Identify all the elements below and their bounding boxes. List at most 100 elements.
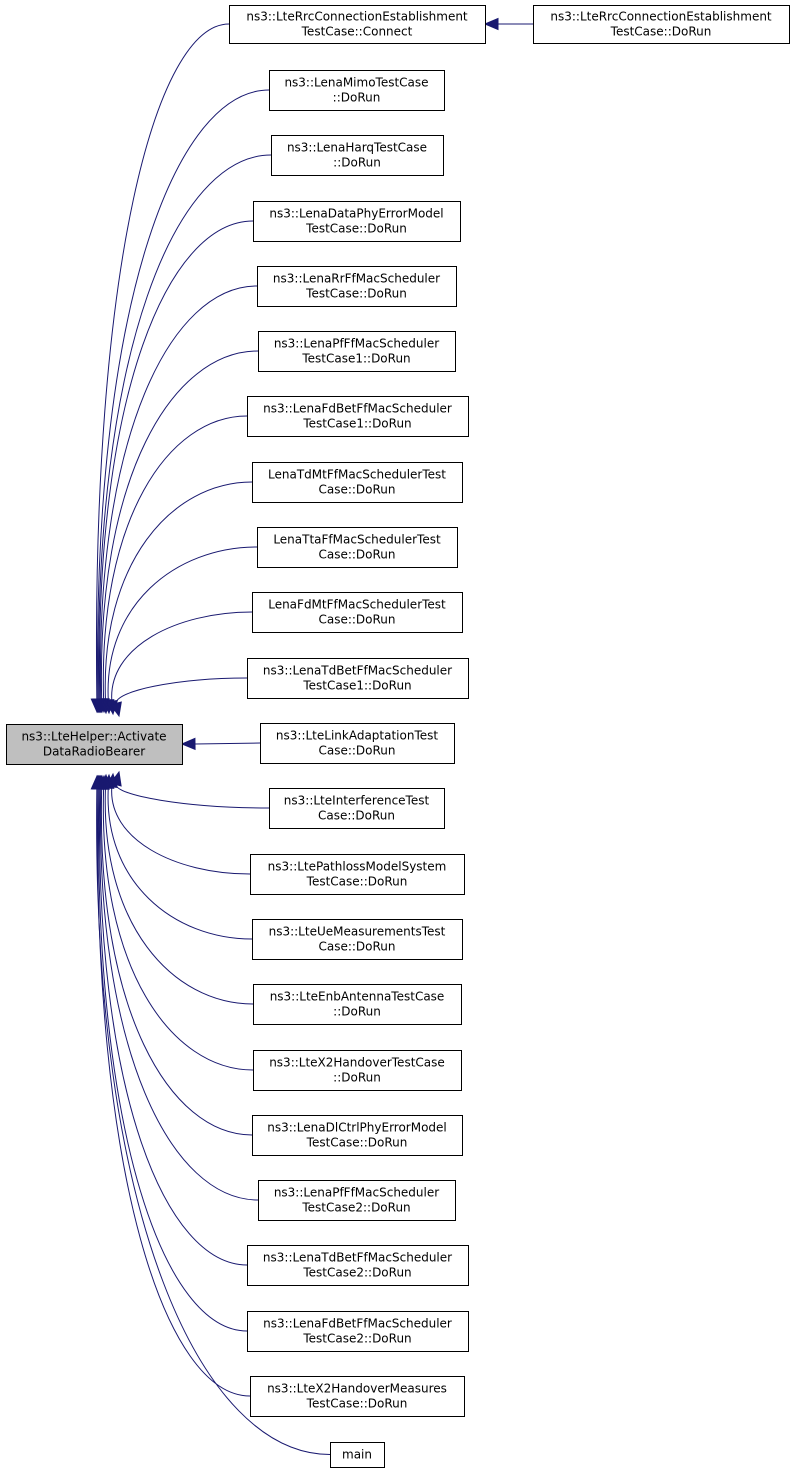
- caller-node-rrc_connect[interactable]: ns3::LteRrcConnectionEstablishmentTestCa…: [229, 5, 486, 44]
- caller-node-dlctrl[interactable]: ns3::LenaDlCtrlPhyErrorModelTestCase::Do…: [252, 1115, 463, 1156]
- caller-node-pf2[interactable]: ns3::LenaPfFfMacSchedulerTestCase2::DoRu…: [258, 1180, 456, 1221]
- caller-node-tdbet1-box: [247, 658, 469, 699]
- caller-node-dataphy-box: [253, 201, 461, 242]
- caller-node-fdbet1-box: [247, 396, 469, 437]
- call-edge-main: [90, 774, 331, 1455]
- edge-line: [96, 787, 331, 1455]
- focus-node-activate-data-radio-bearer-label-line: DataRadioBearer: [43, 745, 145, 759]
- caller-node-pf2-label-line: TestCase2::DoRun: [301, 1201, 410, 1215]
- caller-node-fdbet2-label-line: TestCase2::DoRun: [302, 1332, 411, 1346]
- caller-node-fdbet2-box: [247, 1311, 469, 1352]
- edge-line: [97, 89, 270, 701]
- caller-node-interf-label-line: Case::DoRun: [318, 809, 395, 823]
- caller-node-enbant-label-line: ns3::LteEnbAntennaTestCase: [270, 990, 445, 1004]
- edge-line: [95, 23, 230, 701]
- caller-node-dlctrl-box: [252, 1115, 463, 1156]
- caller-node-dlctrl-label-line: TestCase::DoRun: [306, 1136, 408, 1150]
- call-edge-harq: [92, 154, 272, 714]
- call-edge-pf1: [95, 350, 259, 714]
- caller-node-pf1-label-line: TestCase1::DoRun: [301, 352, 410, 366]
- call-edge-tdbet1: [109, 677, 248, 718]
- caller-node-uemeas-label-line: Case::DoRun: [318, 940, 395, 954]
- edge-arrow-head: [109, 701, 122, 718]
- caller-node-mimo[interactable]: ns3::LenaMimoTestCase::DoRun: [269, 70, 445, 111]
- caller-node-pf2-box: [258, 1180, 456, 1221]
- edge-line: [99, 787, 259, 1201]
- caller-node-mimo-label-line: ::DoRun: [333, 91, 381, 105]
- caller-node-dlctrl-label-line: ns3::LenaDlCtrlPhyErrorModel: [267, 1121, 447, 1135]
- call-edge-rrc_connect: [90, 23, 230, 714]
- call-edge-pf2: [94, 774, 259, 1201]
- call-edge-mimo: [91, 89, 270, 714]
- edge-line: [111, 611, 253, 703]
- caller-node-enbant[interactable]: ns3::LteEnbAntennaTestCase::DoRun: [253, 984, 462, 1025]
- caller-node-mimo-box: [269, 70, 445, 111]
- caller-node-x2meas[interactable]: ns3::LteX2HandoverMeasuresTestCase::DoRu…: [250, 1376, 465, 1417]
- caller-node-rrc_dorun[interactable]: ns3::LteRrcConnectionEstablishmentTestCa…: [533, 5, 790, 44]
- caller-node-dataphy[interactable]: ns3::LenaDataPhyErrorModelTestCase::DoRu…: [253, 201, 461, 242]
- caller-node-enbant-label-line: ::DoRun: [333, 1005, 381, 1019]
- caller-node-uemeas-label-line: ns3::LteUeMeasurementsTest: [269, 925, 446, 939]
- edge-line: [98, 787, 248, 1266]
- caller-node-linkadapt-label-line: Case::DoRun: [318, 744, 395, 758]
- caller-node-main-box: [330, 1442, 385, 1468]
- caller-node-tta-label-line: Case::DoRun: [318, 548, 395, 562]
- caller-node-x2ho[interactable]: ns3::LteX2HandoverTestCase::DoRun: [253, 1050, 462, 1091]
- caller-node-x2ho-label-line: ns3::LteX2HandoverTestCase: [269, 1056, 445, 1070]
- edge-line: [98, 220, 254, 701]
- caller-node-tdmt-label-line: LenaTdMtFfMacSchedulerTest: [268, 468, 446, 482]
- caller-node-tdbet2-label-line: TestCase2::DoRun: [302, 1266, 411, 1280]
- caller-node-interf-box: [269, 788, 445, 829]
- edge-line: [102, 787, 254, 1071]
- caller-node-tdbet1-label-line: ns3::LenaTdBetFfMacScheduler: [263, 664, 452, 678]
- caller-node-interf-label-line: ns3::LteInterferenceTest: [284, 794, 430, 808]
- edge-line: [100, 350, 259, 701]
- call-edge-pathloss: [105, 772, 251, 875]
- call-edge-dataphy: [93, 220, 254, 714]
- call-edge-dlctrl: [95, 774, 253, 1136]
- caller-node-fdbet2[interactable]: ns3::LenaFdBetFfMacSchedulerTestCase2::D…: [247, 1311, 469, 1352]
- call-edge-linkadapt: [180, 737, 261, 751]
- caller-node-pathloss-box: [250, 854, 465, 895]
- caller-node-tdmt-box: [252, 462, 463, 503]
- call-edge-rrc_dorun: [483, 17, 533, 31]
- edge-line: [107, 786, 253, 940]
- caller-node-main[interactable]: main: [330, 1442, 385, 1468]
- call-edge-interf: [109, 770, 270, 809]
- caller-node-harq[interactable]: ns3::LenaHarqTestCase::DoRun: [271, 135, 444, 176]
- caller-node-pathloss[interactable]: ns3::LtePathlossModelSystemTestCase::DoR…: [250, 854, 465, 895]
- caller-node-main-label-line: main: [342, 1448, 372, 1462]
- caller-node-pf1[interactable]: ns3::LenaPfFfMacSchedulerTestCase1::DoRu…: [258, 331, 456, 372]
- edge-line: [100, 787, 253, 1136]
- call-edge-enbant: [99, 773, 254, 1005]
- caller-node-fdbet1[interactable]: ns3::LenaFdBetFfMacSchedulerTestCase1::D…: [247, 396, 469, 437]
- caller-node-rrc_dorun-label-line: TestCase::DoRun: [610, 25, 712, 39]
- edge-line: [115, 783, 270, 809]
- caller-node-x2meas-box: [250, 1376, 465, 1417]
- caller-node-rrc_connect-label-line: TestCase::Connect: [301, 25, 413, 39]
- caller-node-mimo-label-line: ns3::LenaMimoTestCase: [284, 76, 428, 90]
- caller-node-pf1-box: [258, 331, 456, 372]
- call-edge-x2ho: [97, 774, 254, 1071]
- edge-line: [115, 677, 248, 705]
- edge-line: [102, 415, 248, 701]
- caller-node-dataphy-label-line: ns3::LenaDataPhyErrorModel: [269, 207, 443, 221]
- caller-node-rrc_connect-label-line: ns3::LteRrcConnectionEstablishment: [246, 10, 468, 24]
- call-edge-rr: [94, 285, 258, 714]
- caller-node-fdmt-label-line: LenaFdMtFfMacSchedulerTest: [268, 598, 446, 612]
- caller-node-rrc_connect-box: [229, 5, 486, 44]
- caller-node-tdbet2[interactable]: ns3::LenaTdBetFfMacSchedulerTestCase2::D…: [247, 1245, 469, 1286]
- edge-line: [111, 785, 251, 875]
- call-edge-fdmt: [105, 611, 253, 716]
- caller-node-tdbet1[interactable]: ns3::LenaTdBetFfMacSchedulerTestCase1::D…: [247, 658, 469, 699]
- caller-node-pathloss-label-line: ns3::LtePathlossModelSystem: [268, 860, 447, 874]
- edge-line: [194, 742, 261, 745]
